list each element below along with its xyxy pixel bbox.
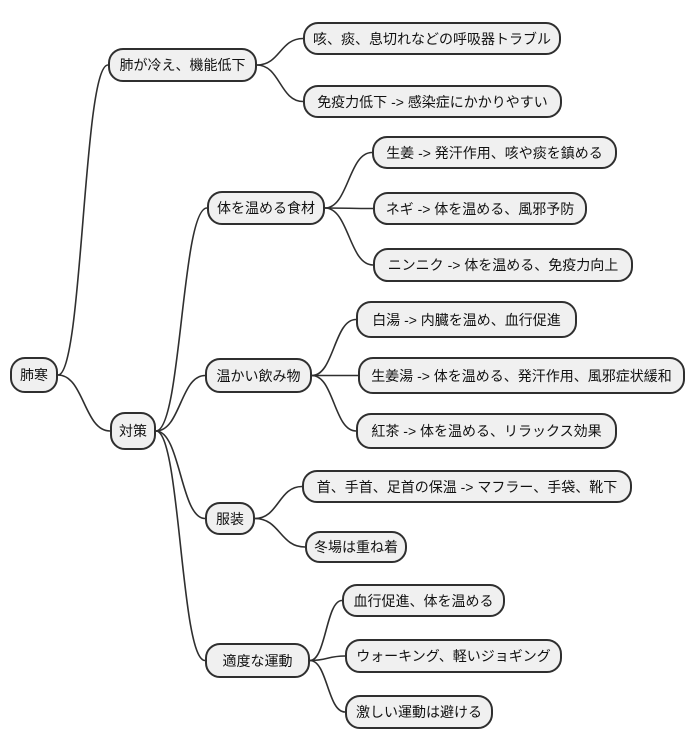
mindmap-node-label: 対策 [119, 423, 147, 439]
mindmap-node-label: ネギ -> 体を温める、風邪予防 [385, 200, 575, 217]
mindmap-node-cause-respiratory: 咳、痰、息切れなどの呼吸器トラブル [303, 22, 561, 55]
mindmap-node-label: 白湯 -> 内臓を温め、血行促進 [372, 311, 561, 328]
mindmap-node-clothing-layers: 冬場は重ね着 [305, 531, 407, 563]
mindmap-node-label: 体を温める食材 [217, 200, 315, 216]
mindmap-node-food-garlic: ニンニク -> 体を温める、免疫力向上 [373, 248, 633, 282]
mindmap-node-label: 温かい飲み物 [216, 367, 301, 384]
mindmap-node-label: 咳、痰、息切れなどの呼吸器トラブル [313, 30, 551, 47]
edge-exercise-to-exercise-avoid [309, 659, 346, 713]
mindmap-node-label: 生姜 -> 発汗作用、咳や痰を鎮める [386, 144, 603, 161]
mindmap-node-foods: 体を温める食材 [207, 191, 325, 225]
mindmap-node-clothing: 服装 [205, 502, 255, 535]
mindmap-node-exercise-avoid: 激しい運動は避ける [345, 695, 493, 729]
mindmap-node-label: 肺寒 [20, 367, 48, 383]
edge-foods-to-food-negi [324, 207, 374, 210]
edge-exercise-to-exercise-effect [309, 599, 343, 662]
mindmap-node-label: 生姜湯 -> 体を温める、発汗作用、風邪症状緩和 [371, 367, 672, 384]
edge-measures-to-foods [155, 207, 208, 432]
mindmap-node-clothing-warm-points: 首、手首、足首の保温 -> マフラー、手袋、靴下 [302, 470, 632, 503]
mindmap-node-label: ウォーキング、軽いジョギング [356, 648, 551, 664]
mindmap-node-drink-sayu: 白湯 -> 内臓を温め、血行促進 [356, 301, 577, 338]
edge-foods-to-food-ginger [324, 151, 373, 209]
mindmap-node-drinks: 温かい飲み物 [205, 358, 312, 393]
mindmap-node-drink-ginger-tea: 生姜湯 -> 体を温める、発汗作用、風邪症状緩和 [358, 357, 685, 394]
edge-cause-to-cause-immunity [256, 64, 304, 103]
mindmap-node-exercise-effect: 血行促進、体を温める [342, 584, 505, 617]
mindmap-node-label: 免疫力低下 -> 感染症にかかりやすい [317, 93, 548, 110]
mindmap-node-label: 冬場は重ね着 [314, 539, 398, 555]
edge-drinks-to-drink-black-tea [311, 374, 357, 432]
edge-drinks-to-drink-sayu [311, 318, 357, 377]
edge-root-to-cause [57, 64, 109, 376]
edge-foods-to-food-garlic [324, 207, 374, 266]
mindmap-node-cause-immunity: 免疫力低下 -> 感染症にかかりやすい [303, 85, 562, 118]
mindmap-node-label: 紅茶 -> 体を温める、リラックス効果 [371, 423, 602, 439]
mindmap-node-cause: 肺が冷え、機能低下 [108, 48, 257, 82]
edge-clothing-to-clothing-layers [254, 517, 306, 548]
mindmap-node-label: 激しい運動は避ける [356, 704, 482, 720]
mindmap-node-label: 適度な運動 [222, 652, 293, 669]
edge-measures-to-exercise [155, 430, 206, 662]
edge-root-to-measures [57, 374, 111, 432]
mindmap-node-exercise: 適度な運動 [205, 643, 310, 678]
edge-measures-to-drinks [155, 374, 206, 432]
mindmap-node-label: ニンニク -> 体を温める、免疫力向上 [387, 257, 619, 273]
mindmap-node-label: 首、手首、足首の保温 -> マフラー、手袋、靴下 [316, 478, 618, 495]
mindmap-node-label: 血行促進、体を温める [353, 592, 494, 609]
edge-clothing-to-clothing-warm-points [254, 485, 303, 520]
mindmap-node-food-ginger: 生姜 -> 発汗作用、咳や痰を鎮める [372, 136, 617, 169]
mindmap-node-label: 肺が冷え、機能低下 [119, 57, 246, 73]
mindmap-node-label: 服装 [216, 510, 244, 527]
edge-measures-to-clothing [155, 430, 206, 520]
mindmap-node-food-negi: ネギ -> 体を温める、風邪予防 [373, 192, 587, 225]
mindmap-node-root: 肺寒 [10, 357, 58, 393]
edge-exercise-to-exercise-walking [309, 655, 346, 662]
mindmap-node-exercise-walking: ウォーキング、軽いジョギング [345, 639, 562, 673]
mindmap-node-drink-black-tea: 紅茶 -> 体を温める、リラックス効果 [356, 413, 617, 449]
mindmap-node-measures: 対策 [110, 412, 156, 450]
edge-cause-to-cause-respiratory [256, 37, 304, 66]
